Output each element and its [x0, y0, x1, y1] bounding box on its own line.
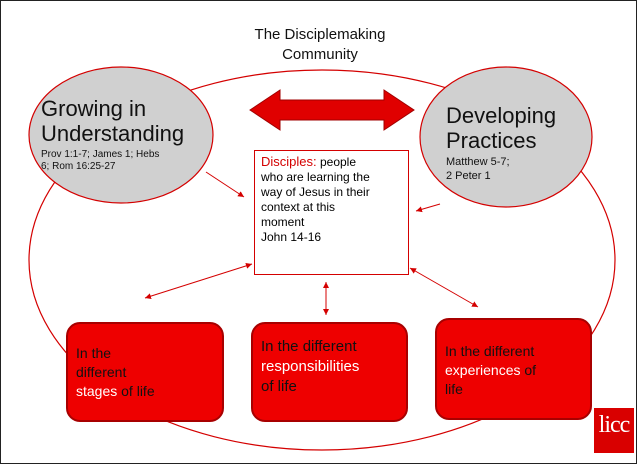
understanding-text: Growing in Understanding Prov 1:1-7; Jam…	[41, 96, 206, 173]
stages-line-1: In the	[76, 345, 112, 361]
arrow-understanding-to-center	[205, 171, 245, 198]
disciples-definition-box: Disciples: people who are learning the w…	[254, 150, 409, 275]
title-line-1: The Disciplemaking	[254, 26, 386, 43]
stages-highlight: stages	[76, 383, 118, 399]
understanding-title-2: Understanding	[41, 121, 185, 146]
title-line-2: Community	[282, 46, 358, 63]
stages-line-2: different	[76, 364, 127, 380]
practices-title-1: Developing	[446, 103, 557, 128]
stages-line-3-rest: of life	[121, 383, 155, 399]
arrow-center-to-stages	[144, 262, 253, 300]
practices-title-2: Practices	[446, 128, 537, 153]
practices-refs-1: Matthew 5-7;	[446, 156, 510, 168]
definition-reference: John 14-16	[261, 230, 322, 244]
arrow-center-to-experiences	[409, 267, 479, 308]
experiences-of-life-box: In the different experiences of life	[435, 318, 592, 420]
practices-bubble	[419, 66, 593, 208]
responsibilities-of-life-box: In the different responsibilities of lif…	[251, 322, 408, 422]
definition-line-2: who are learning the	[261, 170, 370, 184]
disciples-label: Disciples:	[261, 154, 317, 169]
licc-logo: licc	[594, 408, 634, 453]
definition-line-3: way of Jesus in their	[261, 185, 370, 199]
diagram-title: The Disciplemaking Community	[220, 25, 420, 65]
understanding-bubble	[28, 66, 214, 204]
experiences-line-3: life	[445, 381, 463, 397]
double-arrow-icon	[249, 89, 415, 131]
definition-line-4: context at this	[261, 200, 336, 214]
arrow-practices-to-center	[415, 203, 441, 213]
licc-logo-text: licc	[598, 412, 631, 438]
responsibilities-highlight: responsibilities	[261, 358, 360, 375]
practices-text: Developing Practices Matthew 5-7; 2 Pete…	[446, 103, 586, 183]
community-ellipse	[28, 69, 616, 451]
understanding-refs-1: Prov 1:1-7; James 1; Hebs	[41, 149, 160, 160]
definition-line-5: moment	[261, 215, 305, 229]
experiences-line-2-rest: of	[524, 362, 537, 378]
experiences-line-2: experiences of	[445, 361, 582, 380]
definition-line-1: Disciples: people	[261, 154, 402, 170]
practices-refs-2: 2 Peter 1	[446, 170, 491, 182]
definition-line-1-rest: people	[319, 155, 357, 169]
stages-line-3: stages of life	[76, 382, 214, 401]
understanding-refs-2: 6; Rom 16:25-27	[41, 161, 116, 172]
experiences-highlight: experiences	[445, 362, 521, 378]
experiences-line-1: In the different	[445, 343, 535, 359]
stages-of-life-box: In the different stages of life	[66, 322, 224, 422]
understanding-title-1: Growing in	[41, 96, 147, 121]
responsibilities-line-1: In the different	[261, 338, 357, 355]
responsibilities-line-3: of life	[261, 378, 297, 395]
